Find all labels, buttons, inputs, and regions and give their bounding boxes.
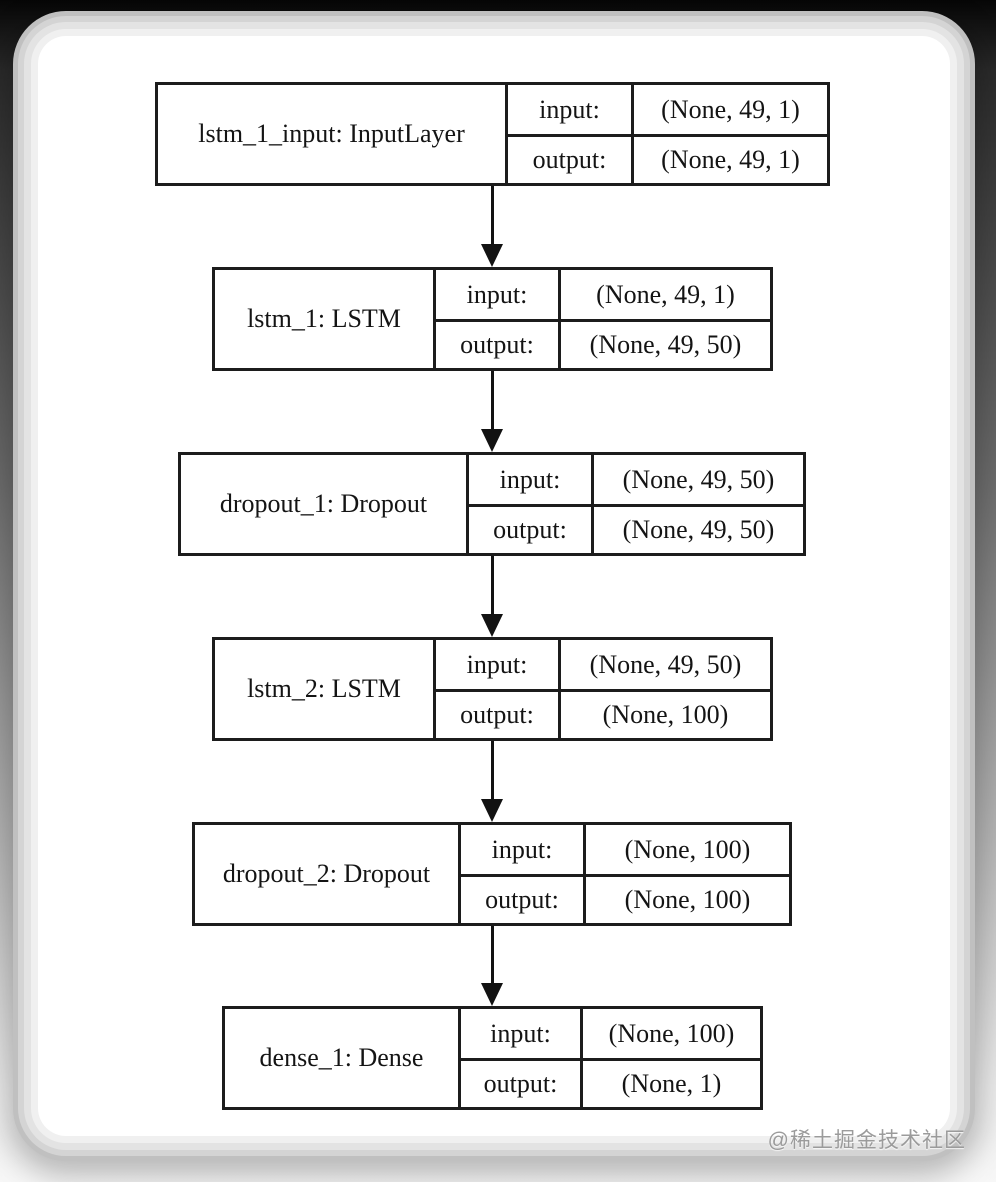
output-shape: (None, 49, 1) — [631, 134, 827, 183]
output-shape: (None, 100) — [558, 689, 770, 738]
input-label: input: — [458, 825, 583, 874]
arrowhead-icon — [481, 983, 503, 1006]
arrowhead-icon — [481, 614, 503, 637]
watermark: @稀土掘金技术社区 — [767, 1129, 966, 1152]
output-label: output: — [458, 874, 583, 923]
layer-node-dense-1: dense_1: Dense input: (None, 100) output… — [222, 1006, 763, 1110]
output-label: output: — [433, 689, 558, 738]
output-label: output: — [433, 319, 558, 368]
output-label: output: — [458, 1058, 580, 1107]
input-shape: (None, 100) — [580, 1009, 760, 1058]
arrow-connector — [480, 186, 505, 267]
output-shape: (None, 1) — [580, 1058, 760, 1107]
arrow-connector — [480, 556, 505, 637]
output-label: output: — [466, 504, 591, 553]
layer-node-lstm-2: lstm_2: LSTM input: (None, 49, 50) outpu… — [212, 637, 773, 741]
layer-node-lstm-1-input: lstm_1_input: InputLayer input: (None, 4… — [155, 82, 830, 186]
layer-node-dropout-1: dropout_1: Dropout input: (None, 49, 50)… — [178, 452, 806, 556]
input-label: input: — [466, 455, 591, 504]
layer-name: dropout_2: Dropout — [222, 859, 431, 888]
output-shape: (None, 100) — [583, 874, 789, 923]
arrow-line — [491, 926, 494, 985]
arrow-connector — [480, 741, 505, 822]
arrow-connector — [480, 371, 505, 452]
output-shape: (None, 49, 50) — [591, 504, 803, 553]
layer-node-dropout-2: dropout_2: Dropout input: (None, 100) ou… — [192, 822, 792, 926]
input-label: input: — [505, 85, 631, 134]
input-label: input: — [433, 270, 558, 319]
layer-name: dense_1: Dense — [259, 1043, 424, 1072]
input-label: input: — [458, 1009, 580, 1058]
input-shape: (None, 49, 1) — [631, 85, 827, 134]
input-shape: (None, 49, 1) — [558, 270, 770, 319]
layer-name: dropout_1: Dropout — [219, 489, 428, 518]
arrow-connector — [480, 926, 505, 1006]
output-shape: (None, 49, 50) — [558, 319, 770, 368]
arrow-line — [491, 556, 494, 616]
layer-name: lstm_1: LSTM — [247, 304, 401, 333]
input-shape: (None, 49, 50) — [558, 640, 770, 689]
input-label: input: — [433, 640, 558, 689]
arrowhead-icon — [481, 429, 503, 452]
arrow-line — [491, 186, 494, 246]
layer-node-lstm-1: lstm_1: LSTM input: (None, 49, 1) output… — [212, 267, 773, 371]
arrowhead-icon — [481, 244, 503, 267]
layer-name: lstm_2: LSTM — [247, 674, 401, 703]
photo-card — [38, 36, 950, 1136]
arrow-line — [491, 371, 494, 431]
input-shape: (None, 49, 50) — [591, 455, 803, 504]
output-label: output: — [505, 134, 631, 183]
input-shape: (None, 100) — [583, 825, 789, 874]
layer-name: lstm_1_input: InputLayer — [198, 119, 465, 148]
arrowhead-icon — [481, 799, 503, 822]
arrow-line — [491, 741, 494, 801]
